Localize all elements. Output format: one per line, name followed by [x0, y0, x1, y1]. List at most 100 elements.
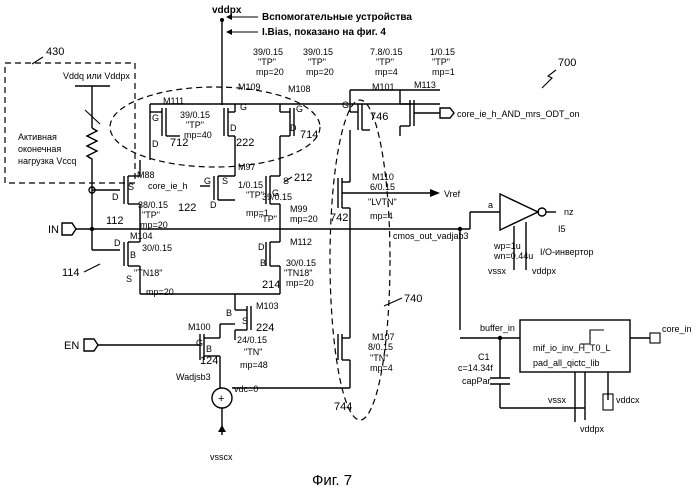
termination-line-2: оконечная [18, 144, 61, 154]
node-112: 112 [106, 215, 124, 227]
node-124: 124 [200, 355, 218, 367]
m101-name: M101 [372, 82, 395, 92]
m110-size: 6/0.15 [370, 182, 395, 192]
node-122: 122 [178, 202, 196, 214]
m112-d-pin: D [258, 242, 265, 252]
buffer-line1: mif_io_inv_H_T0_L [533, 343, 611, 353]
node-224: 224 [256, 322, 274, 334]
node-746: 746 [370, 111, 388, 123]
m99-name: M99 [290, 204, 308, 214]
m104-mp: mp=20 [146, 287, 174, 297]
m108-d-pin: D [290, 123, 297, 133]
m104-d-pin: D [114, 238, 121, 248]
transistor-m113 [400, 90, 414, 136]
svg-text:39/0.15: 39/0.15 [303, 47, 333, 57]
m111-g-pin: G [152, 113, 159, 123]
node-740: 740 [404, 293, 422, 305]
core-in-pin [650, 333, 660, 343]
m108-g-pin: G [296, 104, 303, 114]
transistor-m104 [124, 236, 140, 294]
node-742: 742 [330, 212, 348, 224]
m110-mp: mp=4 [370, 211, 393, 221]
termination-ref: 430 [46, 46, 64, 58]
svg-text:7.8/0.15: 7.8/0.15 [370, 47, 403, 57]
m88-d-pin: D [112, 192, 119, 202]
m97-name: M97 [238, 162, 256, 172]
termination-line-3: нагрузка Vccq [18, 156, 76, 166]
m103-b-pin: B [226, 308, 232, 318]
core-in-label: core_in [662, 324, 692, 334]
termination-resistor [87, 128, 97, 178]
cap-name: C1 [478, 352, 490, 362]
m112-b-pin: B [260, 258, 266, 268]
m97-size: 1/0.15 [238, 180, 263, 190]
node-714: 714 [300, 129, 318, 141]
wadjsb3-label: Wadjsb3 [176, 372, 211, 382]
inv-wn: wn=0.44u [493, 251, 533, 261]
m100-b-pin: B [206, 344, 212, 354]
inv-name: I/O-инвертор [540, 247, 594, 257]
m104-s-pin: S [126, 274, 132, 284]
inv-vssx-label: vssx [488, 266, 507, 276]
vddpx-node [220, 18, 224, 22]
figure-ref-700: 700 [558, 57, 576, 69]
voltage-source-plus: + [218, 393, 224, 405]
ibias-arrowhead [226, 29, 232, 35]
m88-name: M88 [137, 170, 155, 180]
m111-name: M111 [163, 96, 184, 106]
node-214: 214 [262, 279, 280, 291]
m97-d-pin: D [210, 200, 217, 210]
vref-arrow [430, 189, 440, 197]
vddcx-label: vddcx [616, 395, 640, 405]
svg-text:"TP": "TP" [376, 57, 394, 67]
top-param-col-4: 1/0.15 "TP" mp=1 [430, 47, 455, 77]
node-222: 222 [236, 137, 254, 149]
core-ie-h-label: core_ie_h [148, 181, 188, 191]
m100-name: M100 [188, 322, 211, 332]
m88-mp: mp=20 [140, 220, 168, 230]
top-param-col-2: 39/0.15 "TP" mp=20 [303, 47, 334, 77]
m99-mp: mp=20 [290, 214, 318, 224]
m112-type: "TN18" [284, 268, 312, 278]
m88-s-pin: S [128, 182, 134, 192]
m108-name: M108 [288, 84, 311, 94]
m99-g-pin: G [272, 188, 279, 198]
buffer-hysteresis-glyph [580, 330, 604, 344]
m88-type: "TP" [142, 210, 160, 220]
svg-text:mp=4: mp=4 [375, 67, 398, 77]
aux-devices-label: Вспомогательные устройства [262, 12, 412, 23]
in-junction [90, 227, 94, 231]
node-212: 212 [294, 172, 312, 184]
m112-name: M112 [290, 237, 312, 247]
m97-g-pin: G [204, 176, 211, 186]
svg-text:mp=20: mp=20 [306, 67, 334, 77]
m111-type: "TP" [186, 120, 204, 130]
in-label: IN [48, 224, 59, 236]
m109-name: M109 [238, 82, 261, 92]
buf-vddpx-label: vddpx [580, 424, 605, 434]
svg-text:"TP": "TP" [432, 57, 450, 67]
m100-g-pin: G [196, 338, 203, 348]
inv-id: I5 [558, 224, 566, 234]
node-712: 712 [170, 137, 188, 149]
vref-label: Vref [444, 189, 461, 199]
m99-type: "TP" [259, 214, 277, 224]
node-114: 114 [62, 267, 80, 279]
buffer-in-label: buffer_in [480, 323, 515, 333]
ibias-label: I.Bias, показано на фиг. 4 [262, 26, 386, 38]
m104-name: M104 [130, 231, 153, 241]
m100-size: 24/0.15 [237, 335, 267, 345]
figure-caption: Фиг. 7 [312, 472, 352, 489]
buffer-in-junction [458, 227, 462, 231]
svg-text:mp=20: mp=20 [256, 67, 284, 77]
m112-size: 30/0.15 [286, 258, 316, 268]
node-740-leader [384, 298, 402, 306]
node-744: 744 [334, 401, 352, 413]
m107-mp: mp=4 [370, 363, 393, 373]
en-port-symbol [84, 339, 98, 351]
svg-text:1/0.15: 1/0.15 [430, 47, 455, 57]
buf-vssx-label: vssx [548, 395, 567, 405]
m97-s-pin: S [222, 176, 228, 186]
m100-mp: mp=48 [240, 360, 268, 370]
inverter-symbol [500, 194, 538, 230]
